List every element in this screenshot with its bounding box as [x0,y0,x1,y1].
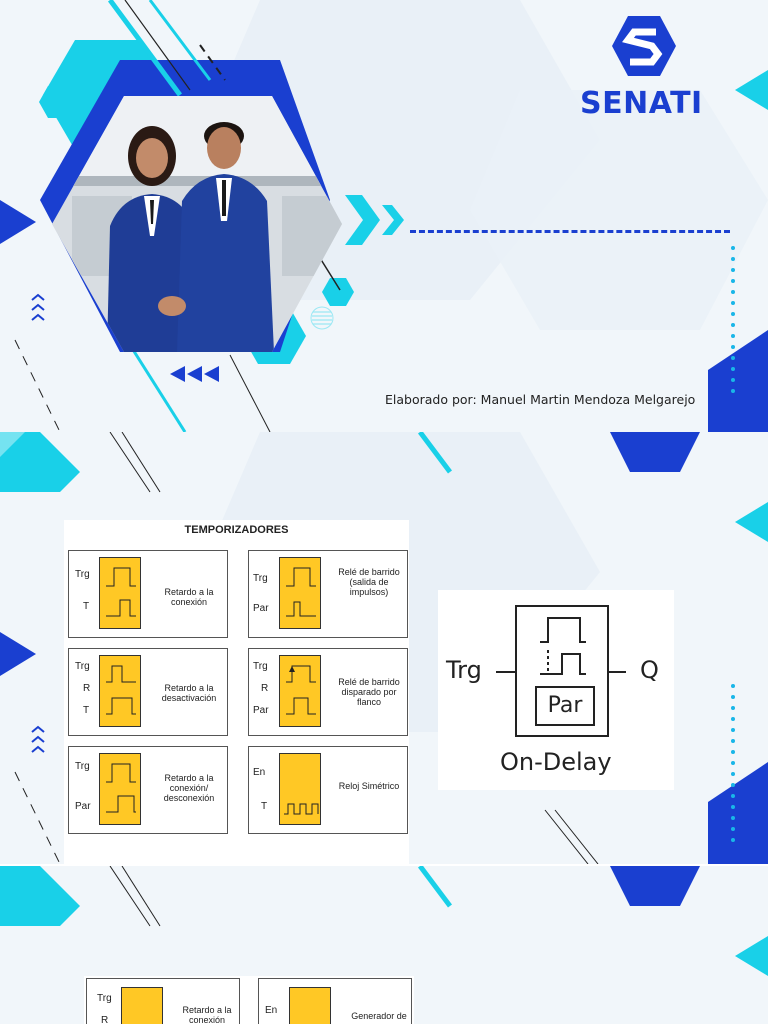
input-label: Trg [446,656,482,684]
pin-label: R [261,683,269,694]
param-box: Par [535,686,595,726]
timer-block [99,655,141,727]
pulse-waveform-icon [106,763,136,813]
timer-block [121,987,163,1024]
clock-waveform-icon [284,803,319,815]
pin-label: Trg [253,661,268,672]
timers-chart-partial: Trg R Retardo a la conexión En Generador… [84,976,414,1024]
timer-cell-on-delay: Trg T Retardo a la conexión [68,550,228,638]
pin-label: T [83,705,90,716]
pin-label: Par [75,801,91,812]
on-delay-symbol: Trg Q Par On-Delay [438,590,674,790]
cover-slide: SENATI Elaborado por: Manuel Martin Mend… [0,0,768,432]
students-photo [52,96,342,352]
dot-column [731,684,735,849]
timer-block [279,753,321,825]
pin-label: R [83,683,91,694]
timer-block [99,557,141,629]
output-label: Q [640,656,659,684]
timer-description: Retardo a la conexión [164,587,214,607]
pin-label: Par [253,603,269,614]
dot-column [731,246,735,400]
pin-label: Par [253,705,269,716]
timer-cell-generator: En Generador de [258,978,412,1024]
pin-label: Trg [253,573,268,584]
timer-cell-symmetric-clock: En T Reloj Simétrico [248,746,408,834]
timer-cell-on-delay: Trg R Retardo a la conexión [86,978,240,1024]
timer-description: Retardo a la conexión [182,1005,232,1024]
timer-description: Relé de barrido (salida de impulsos) [338,567,400,597]
timer-cell-off-delay: Trg R T Retardo a la desactivación [68,648,228,736]
timer-block [279,655,321,727]
timer-description: Retardo a la conexión/ desconexión [163,773,215,803]
pin-label: R [101,1015,109,1024]
timer-description: Generador de [351,1011,407,1021]
timer-description: Relé de barrido disparado por flanco [338,677,400,707]
pulse-waveform-icon [106,567,136,617]
timer-cell-pulse-relay: Trg Par Relé de barrido (salida de impul… [248,550,408,638]
divider-dashed [410,230,730,233]
timers-title: TEMPORIZADORES [184,524,289,536]
timers-slide: TEMPORIZADORES Trg T Retardo a la conexi… [0,432,768,864]
pin-label: T [261,801,268,812]
pulse-waveform-icon [286,567,316,617]
pulse-waveform-icon [106,665,136,715]
timer-description: Reloj Simétrico [338,781,400,791]
timers-slide-continued: Trg R Retardo a la conexión En Generador… [0,866,768,1024]
timer-block [279,557,321,629]
pin-label: En [253,767,266,778]
timer-description: Retardo a la desactivación [161,683,217,703]
pin-label: Trg [75,761,90,772]
timer-block [289,987,331,1024]
pin-label: Trg [75,569,90,580]
author-credit: Elaborado por: Manuel Martin Mendoza Mel… [385,392,696,407]
timer-cell-on-off-delay: Trg Par Retardo a la conexión/ desconexi… [68,746,228,834]
timer-block [99,753,141,825]
pulse-waveform-icon [286,665,316,715]
senati-logo-text: SENATI [580,86,703,121]
pin-label: En [265,1005,278,1016]
pin-label: T [83,601,90,612]
pin-label: Trg [97,993,112,1004]
timer-cell-edge-relay: Trg R Par Relé de barrido disparado por … [248,648,408,736]
on-delay-block-icon [496,605,626,737]
senati-logo-icon [612,16,676,76]
timers-chart: TEMPORIZADORES Trg T Retardo a la conexi… [64,520,409,864]
pin-label: Trg [75,661,90,672]
on-delay-caption: On-Delay [500,748,612,776]
